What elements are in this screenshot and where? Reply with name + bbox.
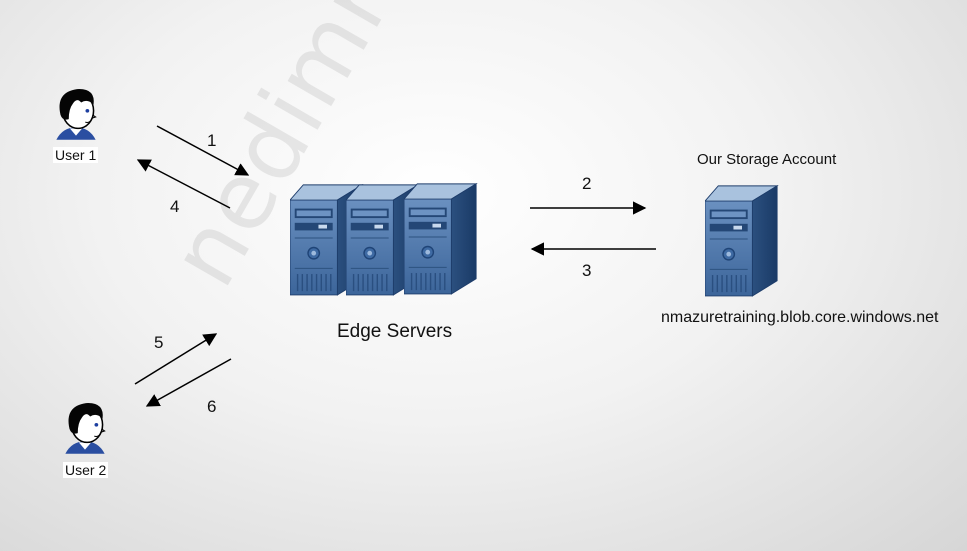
arrow-4 xyxy=(136,159,231,209)
step-2-label: 2 xyxy=(582,174,592,193)
arrow-6 xyxy=(145,358,232,407)
edge-servers-label: Edge Servers xyxy=(337,321,453,342)
storage-account-title: Our Storage Account xyxy=(697,151,837,168)
edge-server-3-icon xyxy=(404,183,477,295)
storage-account-url: nmazuretraining.blob.core.windows.net xyxy=(661,309,939,326)
arrow-5 xyxy=(134,333,218,385)
storage-server-icon xyxy=(705,185,778,297)
step-1-label: 1 xyxy=(207,131,217,150)
step-3-label: 3 xyxy=(582,261,592,280)
step-4-label: 4 xyxy=(170,197,180,216)
step-6-label: 6 xyxy=(207,397,217,416)
user-1-label: User 1 xyxy=(53,147,99,163)
user-1-icon xyxy=(55,88,97,141)
arrow-1 xyxy=(156,125,250,176)
step-5-label: 5 xyxy=(154,333,164,352)
user-2-icon xyxy=(64,402,106,455)
user-2-label: User 2 xyxy=(63,462,109,478)
